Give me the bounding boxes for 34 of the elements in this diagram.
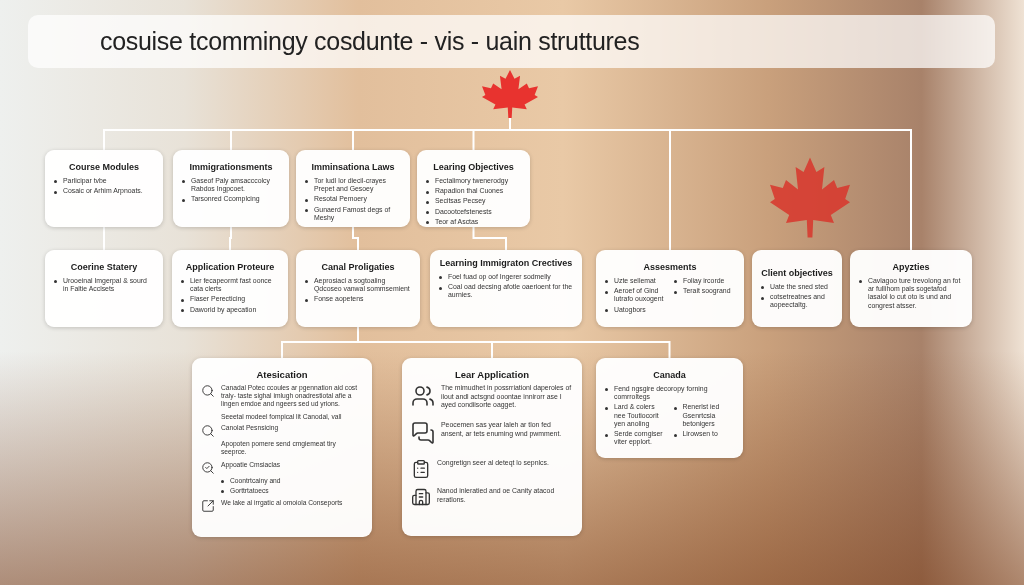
card <box>192 358 372 537</box>
card-heading: Atesication <box>255 369 309 381</box>
card <box>850 250 972 327</box>
card <box>296 150 410 227</box>
card <box>596 250 744 327</box>
card-heading: Course Modules <box>68 162 140 173</box>
card <box>417 150 530 227</box>
diagram-title: cosuise tcommingy cosdunte - vis - uain struttures <box>100 27 640 56</box>
maple-leaf-icon <box>482 70 538 118</box>
card-heading: Lear Application <box>453 369 531 381</box>
card-heading: Client objectives <box>761 268 833 279</box>
card-heading: Immigrationsments <box>188 162 274 173</box>
card <box>402 358 582 536</box>
connector-line <box>472 226 507 251</box>
card <box>430 250 582 327</box>
card <box>45 250 163 327</box>
card-heading: Learing Objectives <box>432 162 515 173</box>
card <box>173 150 289 227</box>
card-heading: Canada <box>652 370 687 381</box>
card <box>172 250 288 327</box>
card <box>596 358 743 458</box>
card-heading: Assesments <box>642 262 698 273</box>
card-heading: Canal Proligaties <box>320 262 396 273</box>
card <box>296 250 420 327</box>
card-heading: Coerine Statery <box>69 262 139 273</box>
connector-line <box>352 226 359 251</box>
card-heading: Apyzties <box>891 262 931 273</box>
connector-line <box>357 326 671 359</box>
card <box>752 250 842 327</box>
card <box>45 150 163 227</box>
connector-line <box>229 226 232 251</box>
card-heading: Application Proteure <box>184 262 276 273</box>
card-heading: Imminsationa Laws <box>310 162 396 173</box>
card-heading: Learning Immigraton Crectives <box>439 258 573 269</box>
